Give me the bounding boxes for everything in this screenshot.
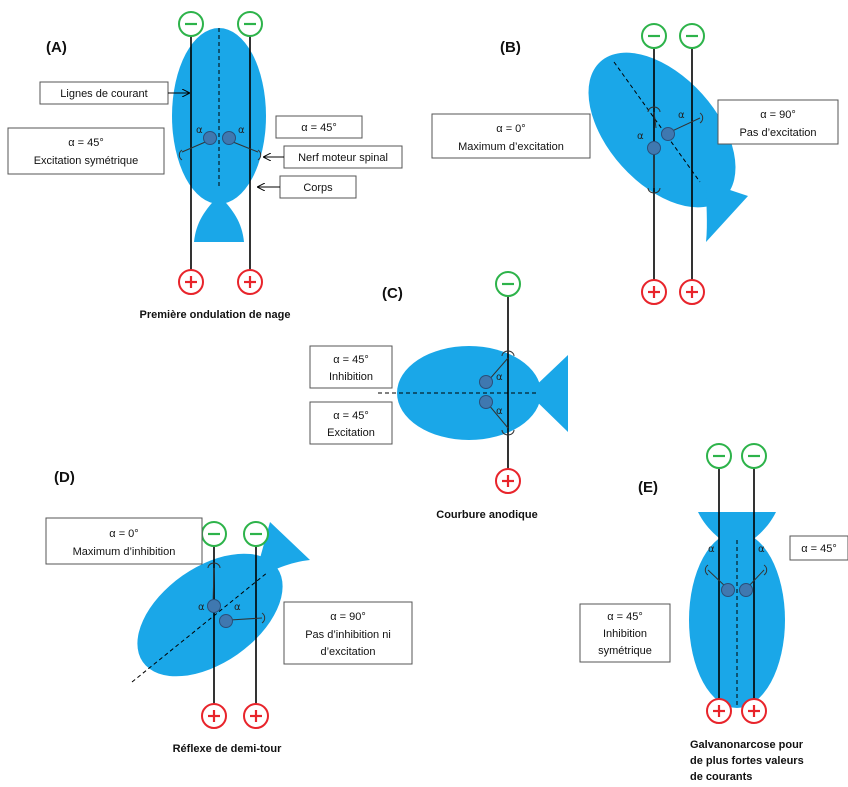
alpha-value: α = 45° bbox=[333, 410, 369, 422]
cathode-icon bbox=[200, 520, 228, 548]
alpha-value: α = 45° bbox=[607, 611, 643, 623]
neuron-d-bottom bbox=[219, 614, 233, 628]
neurons-c: α α bbox=[479, 350, 515, 436]
anode-icon bbox=[242, 702, 270, 730]
alpha-symbol: α bbox=[196, 125, 203, 136]
alpha-value: α = 45° bbox=[333, 354, 369, 366]
neuron-a-right bbox=[222, 131, 236, 145]
caption-e: Galvanonarcose pour bbox=[690, 739, 804, 751]
alpha-symbol: α bbox=[234, 602, 241, 613]
cathode-icon bbox=[236, 10, 264, 38]
alpha-box-d-right bbox=[283, 601, 413, 665]
alpha-symbol: α bbox=[496, 406, 503, 417]
neuron-e-left bbox=[721, 583, 735, 597]
fish-b bbox=[588, 52, 748, 242]
alpha-box-a-right bbox=[275, 115, 363, 139]
alpha-box-b-right bbox=[717, 99, 839, 145]
alpha-value: α = 0° bbox=[109, 528, 138, 540]
body-axis-d bbox=[131, 571, 269, 683]
panel-c: (C) α α α = 45° Inhibition α = 45° Excit… bbox=[309, 270, 568, 521]
alpha-effect: Pas d’inhibition ni bbox=[305, 629, 391, 641]
panel-e: (E) α α α = 45° α = 45° Inhibition symét… bbox=[579, 442, 848, 783]
anode-icon bbox=[177, 268, 205, 296]
body-label: Corps bbox=[303, 182, 333, 194]
neurons-b: α α bbox=[637, 106, 704, 194]
panel-b: (B) α α α = 0° Maximum d’excitation α = … bbox=[431, 22, 839, 306]
neuron-b-right bbox=[661, 127, 675, 141]
neuron-d-top bbox=[207, 599, 221, 613]
panel-b-label: (B) bbox=[500, 39, 521, 56]
neurons-d: α α bbox=[198, 562, 266, 628]
neuron-b-left bbox=[647, 141, 661, 155]
neurons-a: α α bbox=[178, 125, 262, 161]
anode-icon bbox=[705, 697, 733, 725]
neuron-a-left bbox=[203, 131, 217, 145]
alpha-symbol: α bbox=[637, 131, 644, 142]
alpha-box-e-left bbox=[579, 603, 671, 663]
cathode-icon bbox=[740, 442, 768, 470]
neuron-c-top bbox=[479, 375, 493, 389]
alpha-value: α = 90° bbox=[760, 109, 796, 121]
alpha-value: α = 45° bbox=[301, 122, 337, 134]
alpha-box-d-left bbox=[45, 517, 203, 565]
neuron-e-right bbox=[739, 583, 753, 597]
alpha-box-b-left bbox=[431, 113, 591, 159]
cathode-icon bbox=[177, 10, 205, 38]
panel-a: (A) α α Lignes de courant α = 45° Excita… bbox=[7, 10, 403, 321]
alpha-effect: Excitation symétrique bbox=[34, 155, 139, 167]
panel-d: (D) α α α = 0° Maximum d’inhibition α = … bbox=[45, 469, 413, 755]
cathode-icon bbox=[640, 22, 668, 50]
neuron-c-bottom bbox=[479, 395, 493, 409]
nerve-label: Nerf moteur spinal bbox=[298, 152, 388, 164]
alpha-effect: Pas d’excitation bbox=[739, 127, 816, 139]
alpha-symbol: α bbox=[496, 372, 503, 383]
anode-icon bbox=[640, 278, 668, 306]
alpha-effect: d’excitation bbox=[320, 646, 375, 658]
alpha-box-c-top bbox=[309, 345, 393, 389]
streamlines-label: Lignes de courant bbox=[60, 88, 147, 100]
alpha-symbol: α bbox=[238, 125, 245, 136]
caption-c: Courbure anodique bbox=[436, 509, 537, 521]
panel-d-label: (D) bbox=[54, 469, 75, 486]
alpha-symbol: α bbox=[758, 544, 765, 555]
alpha-effect: Excitation bbox=[327, 427, 375, 439]
panel-a-label: (A) bbox=[46, 39, 67, 56]
alpha-symbol: α bbox=[708, 544, 715, 555]
alpha-symbol: α bbox=[198, 602, 205, 613]
alpha-effect: Maximum d’inhibition bbox=[73, 546, 176, 558]
neurons-e: α α bbox=[704, 544, 768, 597]
cathode-icon bbox=[494, 270, 522, 298]
alpha-value: α = 0° bbox=[496, 123, 525, 135]
alpha-value: α = 45° bbox=[68, 137, 104, 149]
caption-d: Réflexe de demi-tour bbox=[173, 743, 283, 755]
anode-icon bbox=[740, 697, 768, 725]
alpha-effect: Inhibition bbox=[329, 371, 373, 383]
body-axis-b bbox=[613, 61, 701, 183]
cathode-icon bbox=[242, 520, 270, 548]
alpha-effect: Maximum d’excitation bbox=[458, 141, 564, 153]
alpha-box-e-right bbox=[789, 535, 848, 561]
caption-e: de plus fortes valeurs bbox=[690, 755, 804, 767]
alpha-box-c-bottom bbox=[309, 401, 393, 445]
panel-e-label: (E) bbox=[638, 479, 658, 496]
alpha-effect: symétrique bbox=[598, 645, 652, 657]
alpha-value: α = 45° bbox=[801, 543, 837, 555]
alpha-symbol: α bbox=[678, 110, 685, 121]
anode-icon bbox=[200, 702, 228, 730]
cathode-icon bbox=[705, 442, 733, 470]
alpha-box-a-left bbox=[7, 127, 165, 175]
caption-a: Première ondulation de nage bbox=[140, 309, 291, 321]
cathode-icon bbox=[678, 22, 706, 50]
panel-c-label: (C) bbox=[382, 285, 403, 302]
alpha-value: α = 90° bbox=[330, 611, 366, 623]
caption-e: de courants bbox=[690, 771, 752, 783]
anode-icon bbox=[236, 268, 264, 296]
anode-icon bbox=[494, 467, 522, 495]
alpha-effect: Inhibition bbox=[603, 628, 647, 640]
anode-icon bbox=[678, 278, 706, 306]
